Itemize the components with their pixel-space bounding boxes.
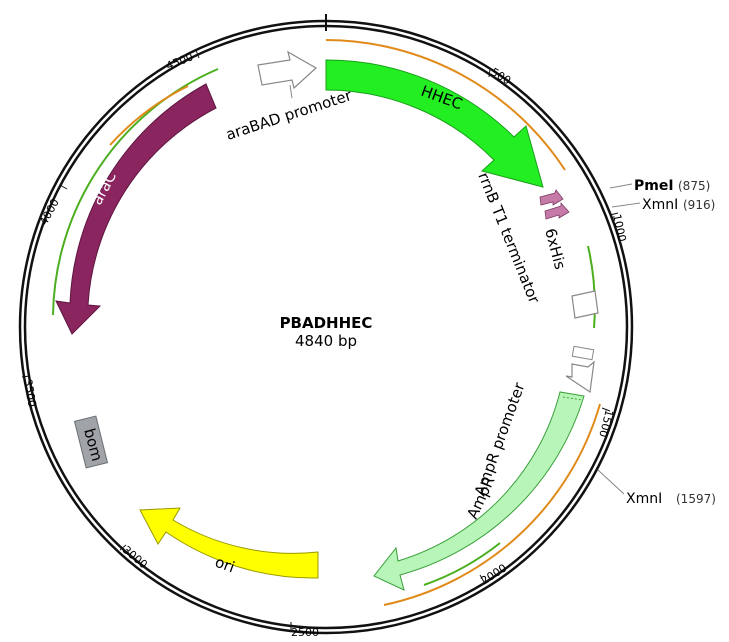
ori-label: ori [213,553,237,577]
tick-label: 3500 [21,378,39,408]
his-tag-2[interactable] [544,201,570,220]
ampr-arrow[interactable] [373,391,585,591]
tick-label: 4500 [164,50,195,73]
orf-arc-ampr-outer [383,403,601,606]
xmni-1597-position: (1597) [676,492,716,506]
his-tag-label: 6xHis [541,226,569,271]
ampr-dotted-edge [562,396,583,401]
tick-label: 500 [488,65,513,87]
xmni-916-leader [611,202,641,208]
tick-label: 2500 [291,626,319,637]
tick-label: 4000 [37,197,62,228]
pmei-position: (875) [678,179,710,193]
bom-box[interactable] [73,415,109,469]
orf-arc-ampr-inner [423,542,501,586]
orf-arcs [52,39,601,606]
orf-arc-arac-inner [109,85,189,146]
xmni-916-position: (916) [683,198,715,212]
tick-label: 1000 [610,213,629,243]
xmni-916-name: XmnI [642,197,678,213]
pmei-name: PmeI [634,178,674,194]
hhec-arrow[interactable] [325,59,544,188]
ampr-promoter-arrow[interactable] [565,360,595,394]
arabad-promoter-leader [289,84,293,99]
pmei-leader [609,183,633,189]
orf-arc-rrnb [587,245,596,329]
his-tag-1[interactable] [539,189,564,206]
ori-arrow[interactable] [139,507,319,579]
xmni-1597-name: XmnI [626,491,662,507]
rrnb-terminator-box[interactable] [571,290,599,319]
arabad-promoter-arrow[interactable] [257,50,318,90]
arac-arrow[interactable] [55,83,217,335]
arabad-promoter-label: araBAD promoter [224,86,355,144]
plasmid-name: PBADHHEC [280,314,373,332]
plasmid-length: 4840 bp [295,332,357,350]
rrnb-terminator-label: rrnB T1 terminator [474,170,543,307]
ampr-promoter-box[interactable] [571,345,595,361]
orf-arc-hhec [325,39,566,171]
xmni-1597-leader [597,469,625,495]
